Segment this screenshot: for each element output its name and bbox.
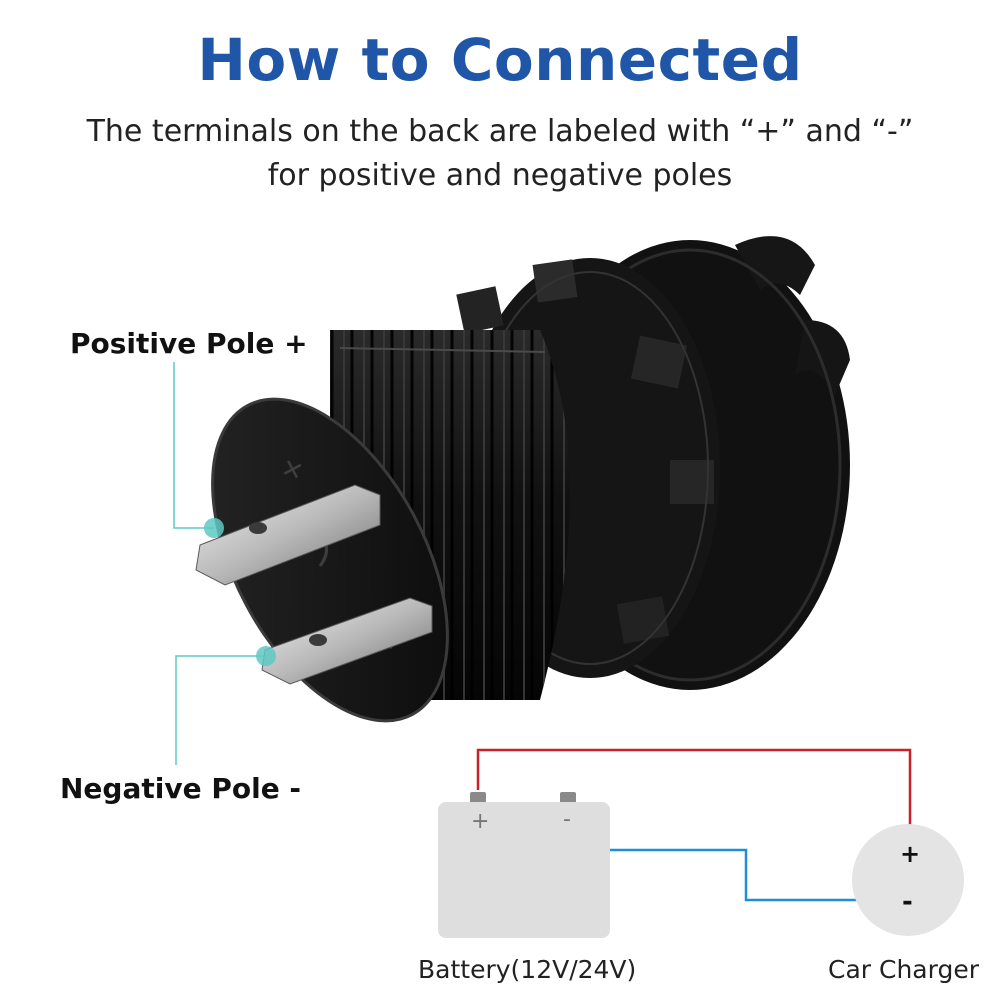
car-charger-caption: Car Charger <box>828 955 979 984</box>
positive-callout-dot <box>204 518 224 538</box>
positive-pole-label: Positive Pole + <box>70 327 308 360</box>
negative-wire <box>566 820 900 902</box>
battery: + - <box>438 792 610 938</box>
positive-terminal-pin <box>195 484 381 586</box>
battery-caption: Battery(12V/24V) <box>418 955 637 984</box>
battery-body <box>438 802 610 938</box>
subtitle-line-1: The terminals on the back are labeled wi… <box>86 114 914 149</box>
battery-positive-post <box>470 792 486 804</box>
usb-socket-illustration: + − <box>195 236 850 723</box>
car-charger-body <box>852 824 964 936</box>
negative-callout <box>175 646 276 765</box>
battery-plus-label: + <box>471 809 489 834</box>
subtitle-line-2: for positive and negative poles <box>267 158 733 193</box>
battery-negative-post <box>560 792 576 804</box>
page-title: How to Connected <box>197 26 803 94</box>
car-charger: + - <box>852 824 964 936</box>
negative-callout-dot <box>256 646 276 666</box>
positive-callout <box>173 362 224 538</box>
battery-minus-label: - <box>563 807 571 832</box>
positive-wire <box>476 748 912 840</box>
negative-terminal-pin <box>261 597 433 685</box>
charger-minus-label: - <box>902 887 913 917</box>
negative-pole-label: Negative Pole - <box>60 772 302 805</box>
charger-plus-label: + <box>900 840 920 868</box>
wiring-diagram: + - + - <box>438 748 964 938</box>
